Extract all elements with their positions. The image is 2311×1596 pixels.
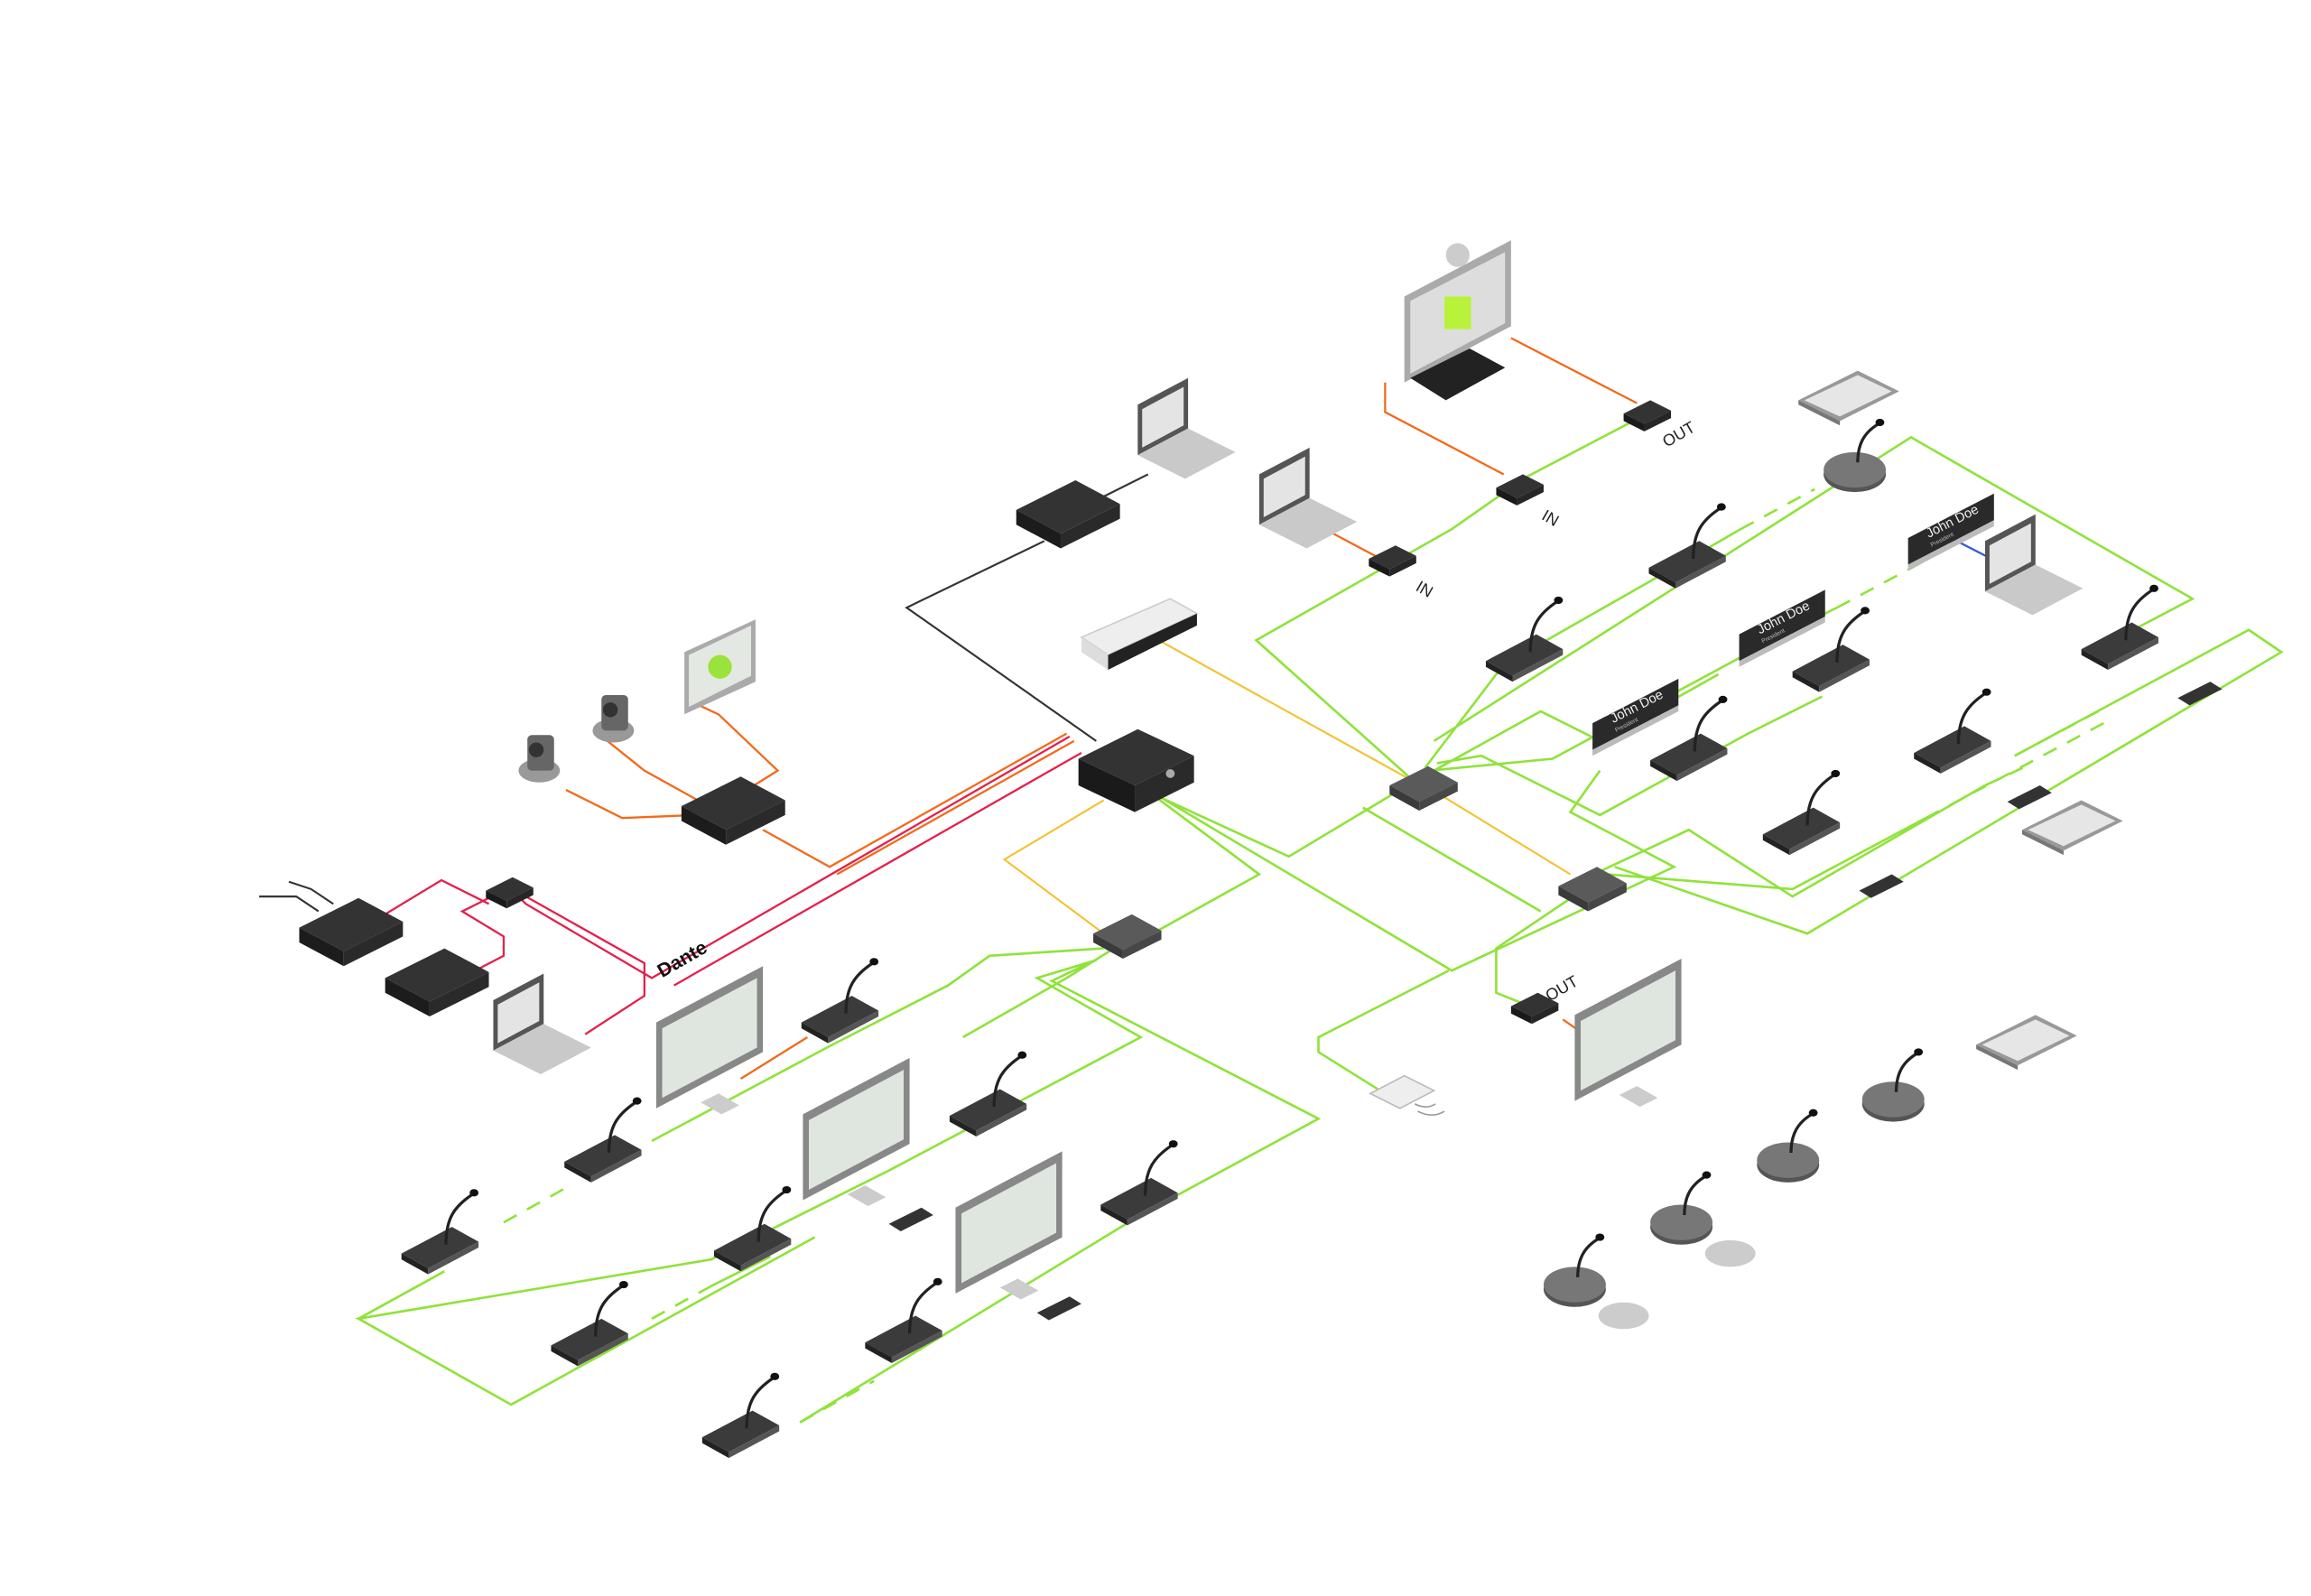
wireless-delegate-unit[interactable] [1755, 1107, 1821, 1184]
name-tag-1: John Doe President [1907, 493, 1994, 571]
delegate-unit[interactable] [1484, 595, 1564, 683]
charging-pad [1704, 1239, 1756, 1267]
wireless-delegate-unit[interactable] [1648, 1169, 1714, 1247]
ptz-camera-2[interactable] [592, 694, 635, 743]
delegate-unit[interactable] [863, 1276, 944, 1365]
voting-keypad[interactable] [2007, 785, 2052, 810]
display-laptop[interactable] [1984, 514, 2084, 616]
display-monitor-3[interactable] [955, 1151, 1063, 1300]
tablet-1[interactable] [1798, 370, 1899, 426]
wireless-access-point[interactable] [1369, 1074, 1445, 1116]
delegate-unit[interactable] [400, 1187, 480, 1276]
charging-pad [1598, 1302, 1649, 1330]
voting-keypad[interactable] [888, 1207, 933, 1231]
input-arrow [259, 895, 320, 913]
delegate-unit[interactable] [562, 1095, 644, 1184]
label-out-1: OUT [1659, 418, 1698, 450]
control-laptop[interactable] [1137, 377, 1236, 479]
dante-laptop[interactable] [493, 973, 591, 1075]
wireless-delegate-unit[interactable] [1861, 1046, 1926, 1124]
voting-keypad[interactable] [1036, 1296, 1081, 1321]
voting-keypad[interactable] [2177, 682, 2223, 706]
label-in-2: IN [1413, 578, 1436, 601]
rack-unit-1u[interactable] [1080, 598, 1199, 671]
svg-text:Dante: Dante [654, 936, 710, 981]
delegate-unit[interactable] [1647, 501, 1728, 590]
network-switch-3[interactable] [1093, 914, 1162, 960]
delegate-unit[interactable] [701, 1371, 781, 1460]
video-converter-out[interactable] [1623, 400, 1672, 431]
media-screen[interactable] [684, 619, 756, 715]
delegate-unit[interactable] [2080, 583, 2160, 672]
display-monitor-4[interactable] [1574, 959, 1682, 1108]
output-arrow [288, 880, 334, 905]
person-icon [1444, 296, 1471, 329]
yellow-audio-cables [1002, 633, 1572, 935]
video-converter-in-1[interactable] [1496, 474, 1544, 506]
chairman-unit[interactable] [1822, 417, 1888, 494]
tablet-2[interactable] [2022, 800, 2123, 856]
label-out-2: OUT [1543, 972, 1582, 1005]
voting-keypad[interactable] [1859, 874, 1904, 898]
delegate-unit[interactable] [948, 1049, 1028, 1138]
delegate-unit[interactable] [549, 1279, 630, 1368]
name-tag-3: John Doe President [1592, 678, 1679, 756]
central-unit[interactable] [1078, 728, 1194, 812]
delegate-unit[interactable] [1912, 686, 1993, 775]
orange-video-cables [565, 337, 1638, 1080]
delegate-unit[interactable] [1761, 768, 1842, 857]
wireless-delegate-unit[interactable] [1542, 1231, 1608, 1309]
webcam-icon [1445, 243, 1470, 267]
dante-logo: Dante [654, 936, 710, 981]
dante-interface-2[interactable] [385, 948, 489, 1017]
delegate-unit[interactable] [800, 956, 880, 1045]
green-conference-cables [355, 412, 2284, 1424]
tablet-3[interactable] [1976, 1015, 2077, 1071]
presentation-laptop[interactable] [1258, 447, 1358, 549]
control-unit[interactable] [1016, 480, 1120, 549]
delegate-unit[interactable] [1099, 1138, 1180, 1228]
display-monitor-1[interactable] [655, 966, 764, 1115]
videoconference-display[interactable] [1404, 240, 1511, 401]
name-tag-2: John Doe President [1739, 589, 1825, 667]
label-in-1: IN [1539, 506, 1563, 530]
ptz-camera-1[interactable] [518, 735, 561, 783]
display-monitor-2[interactable] [803, 1058, 910, 1207]
delegate-unit[interactable] [712, 1184, 793, 1273]
